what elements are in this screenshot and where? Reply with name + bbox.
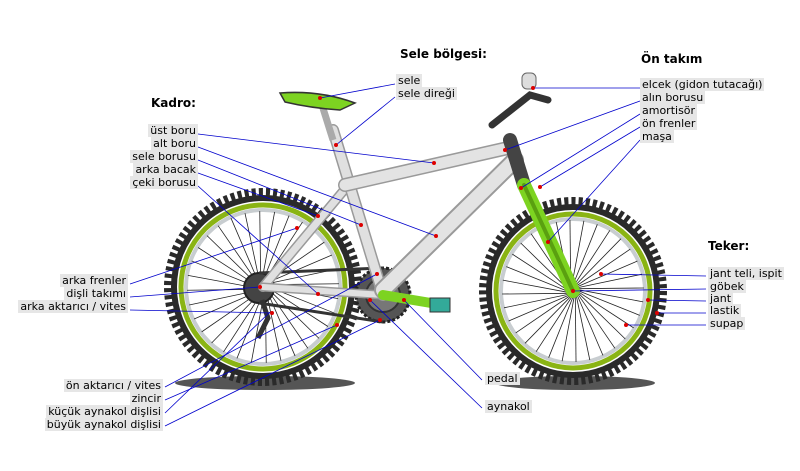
label-chain: zincir [129, 392, 163, 405]
rear-derailleur [255, 299, 271, 340]
spoke [578, 293, 626, 340]
spoke [262, 215, 290, 282]
spoke [503, 293, 569, 309]
label-saddle: sele [396, 74, 423, 87]
label-crank: aynakol [485, 400, 532, 413]
front-heading: Ön takım [641, 52, 703, 66]
label-stem: alın borusu [640, 91, 706, 104]
grip [521, 72, 537, 90]
leader-lines [129, 83, 707, 427]
spoke [244, 213, 261, 283]
seat-post [318, 103, 337, 142]
spoke [578, 290, 640, 316]
spoke [267, 290, 309, 349]
label-seat-tube: sele borusu [130, 150, 198, 163]
label-rear-derailleur: arka aktarıcı / vites [18, 300, 128, 313]
label-seat-stay: arka bacak [133, 163, 198, 176]
label-rear-brakes: arka frenler [60, 274, 128, 287]
spoke [561, 296, 575, 362]
spoke [576, 248, 631, 287]
spoke [524, 296, 571, 344]
spoke [502, 279, 568, 293]
spoke [571, 220, 585, 286]
frame [258, 124, 524, 301]
spoke [535, 296, 573, 352]
label-seat-post: sele direği [396, 87, 457, 100]
spoke [259, 211, 262, 282]
saddle-heading: Sele bölgesi: [400, 47, 487, 61]
spoke [515, 295, 570, 334]
label-front-brakes: ön frenler [640, 117, 698, 130]
label-pedal: pedal [485, 372, 520, 385]
spoke [502, 292, 568, 295]
spoke [575, 238, 622, 286]
spoke [230, 217, 260, 283]
spoke [512, 253, 568, 291]
label-rim: jant [708, 292, 734, 305]
label-chain-stay: çeki borusu [130, 176, 198, 189]
spoke [576, 295, 604, 356]
spoke [268, 289, 320, 339]
label-front-derailleur: ön aktarıcı / vites [63, 379, 163, 392]
spoke [548, 296, 574, 358]
spoke [572, 224, 598, 286]
pedal [429, 297, 451, 313]
spoke [508, 294, 569, 322]
spoke [578, 287, 644, 290]
label-cassette: dişli takımı [64, 287, 128, 300]
spoke [520, 242, 568, 289]
label-grip: elcek (gidon tutacağı) [640, 78, 765, 91]
spoke [268, 287, 329, 327]
spoke [577, 294, 616, 349]
head-tube [503, 133, 531, 192]
wheel-heading: Teker: [708, 239, 750, 253]
label-spokes: jant teli, ispit [708, 267, 784, 280]
spoke [573, 230, 611, 286]
spoke [574, 296, 577, 362]
label-fork: maşa [640, 130, 674, 143]
spoke [267, 254, 333, 284]
crank-arm [378, 290, 442, 309]
marker-points [258, 86, 659, 327]
spoke [577, 273, 643, 289]
saddle [278, 91, 357, 111]
label-small-chainring: küçük aynakol dişlisi [46, 405, 163, 418]
label-hub: göbek [708, 280, 746, 293]
spoke [578, 291, 634, 329]
label-valve: supap [708, 317, 746, 330]
spoke [506, 266, 568, 292]
label-down-tube: alt boru [151, 137, 198, 150]
spoke [575, 295, 591, 361]
frame-heading: Kadro: [151, 96, 196, 110]
label-big-chainring: büyük aynakol dişlisi [44, 418, 163, 431]
handlebar [488, 91, 552, 129]
label-top-tube: üst boru [148, 124, 198, 137]
label-suspension: amortisör [640, 104, 698, 117]
label-tyre: lastik [708, 304, 742, 317]
spoke [261, 211, 276, 282]
spoke [578, 289, 644, 303]
